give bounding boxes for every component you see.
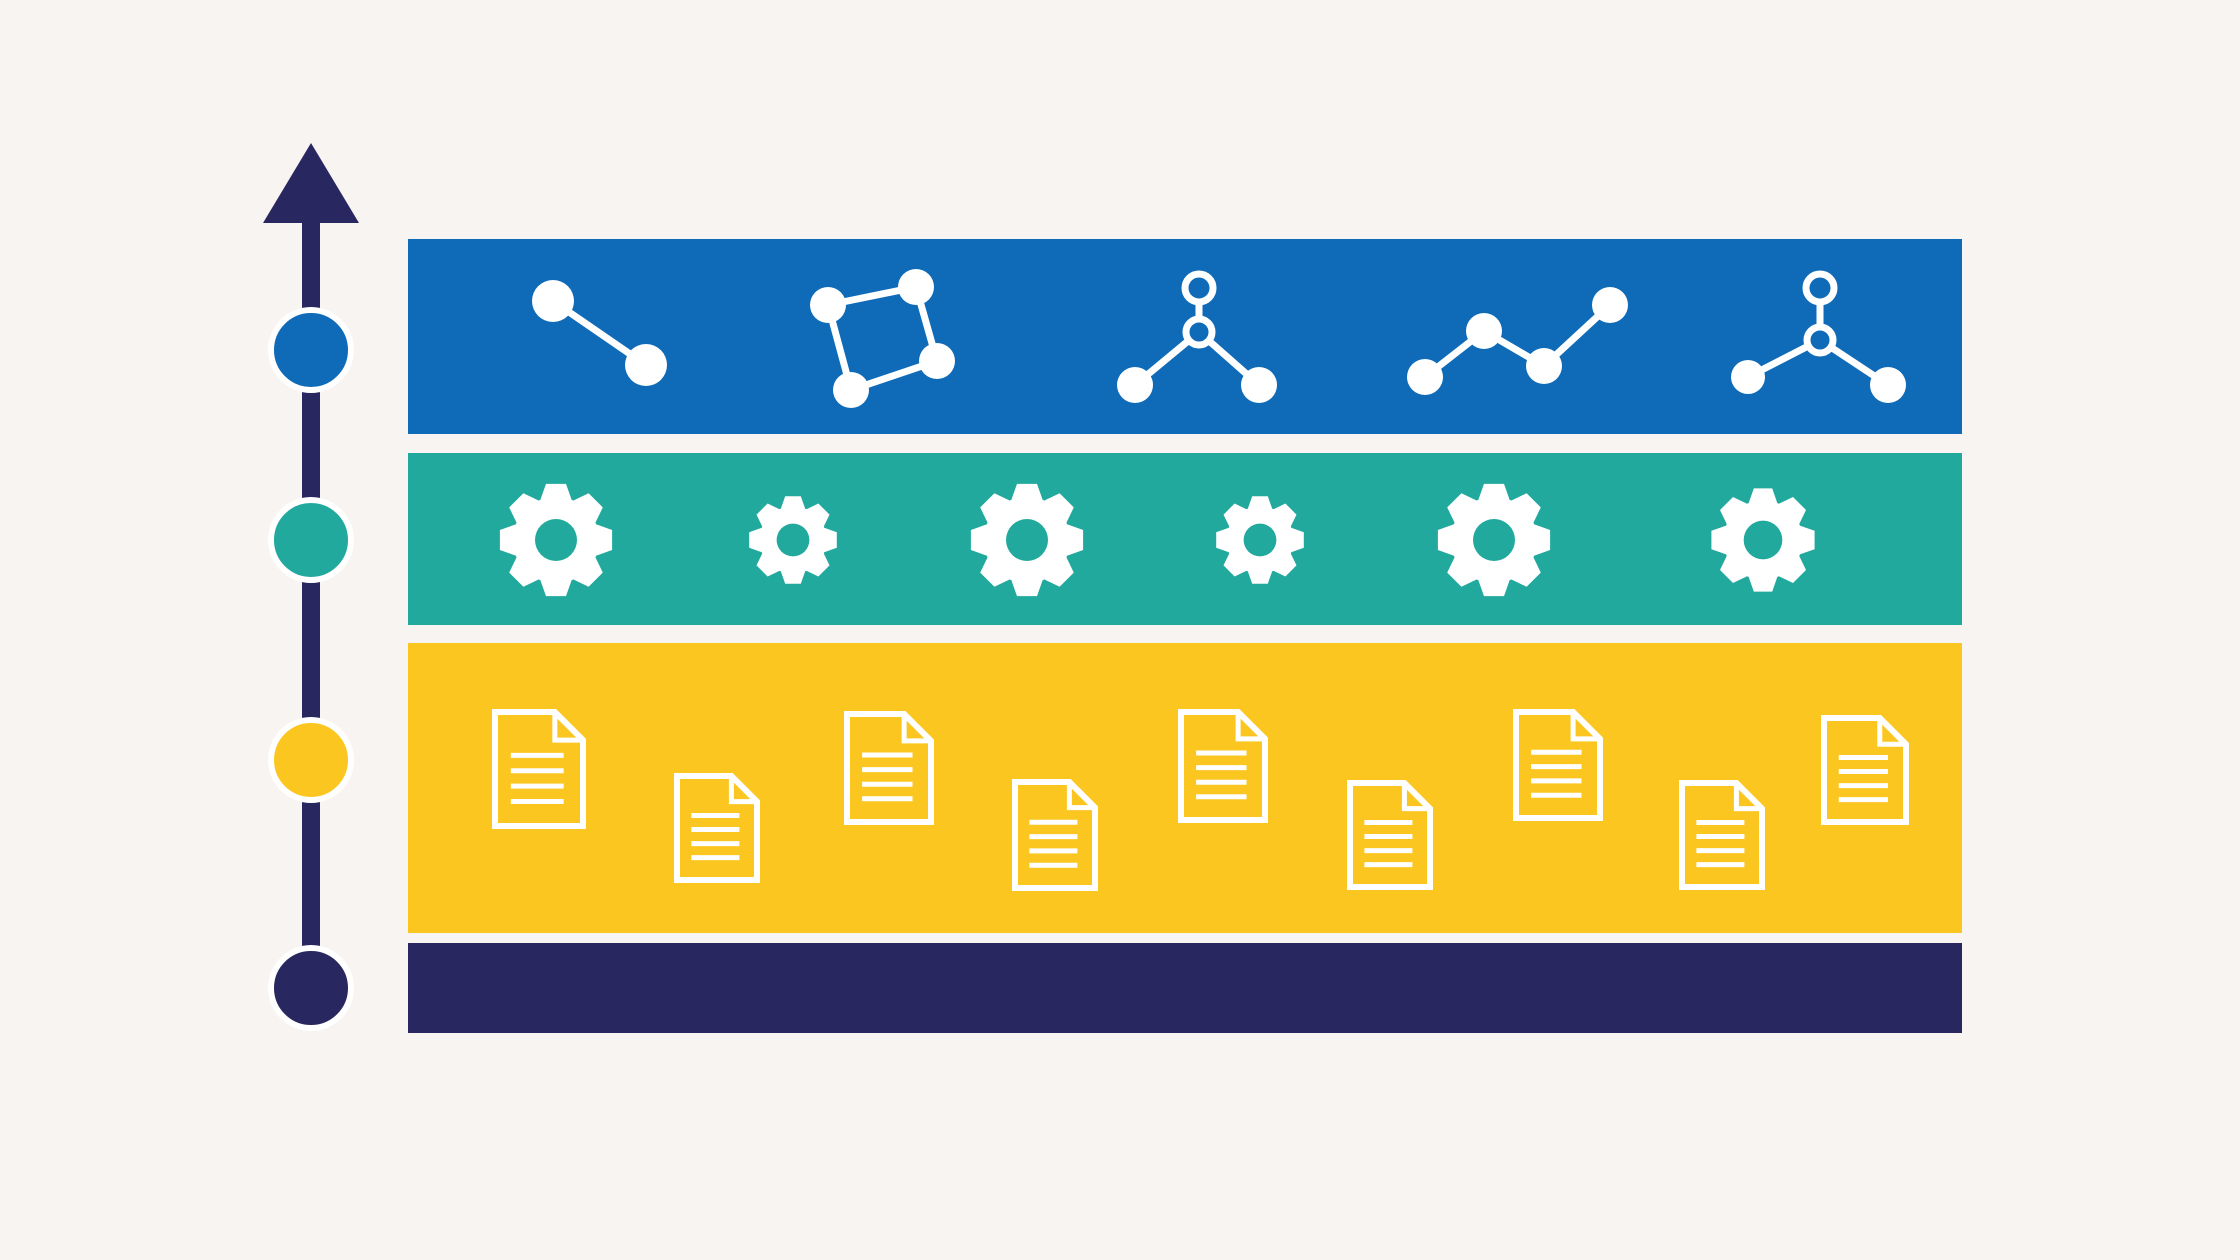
document-icon — [1679, 780, 1765, 890]
base-layer-band — [408, 943, 1962, 1033]
axis-marker-blue — [268, 307, 354, 393]
document-icons — [492, 709, 1909, 891]
document-icon — [1012, 779, 1098, 891]
document-icon — [844, 711, 934, 825]
graph-node-icon — [1731, 270, 1906, 403]
gear-icons — [499, 483, 1815, 597]
axis-arrow-up-icon — [263, 143, 359, 223]
document-icon — [674, 773, 760, 883]
process-layer-band — [408, 453, 1962, 625]
gear-icon — [1437, 483, 1551, 597]
gear-icon — [1216, 496, 1304, 584]
vertical-axis — [263, 143, 359, 1031]
axis-marker-teal — [268, 497, 354, 583]
document-icon — [1347, 780, 1433, 890]
gear-icon — [749, 496, 837, 584]
gear-icon — [1711, 488, 1815, 592]
gear-icon — [970, 483, 1084, 597]
axis-marker-yellow — [268, 717, 354, 803]
document-icon — [492, 709, 586, 829]
gear-icon — [499, 483, 613, 597]
document-icon — [1513, 709, 1603, 821]
document-icon — [1178, 709, 1268, 823]
document-icon — [1821, 715, 1909, 825]
graph-node-icon — [1117, 270, 1277, 403]
graph-node-icon — [810, 269, 955, 408]
axis-marker-navy — [268, 945, 354, 1031]
graph-node-icon — [532, 280, 667, 386]
graph-node-icon — [1407, 287, 1628, 395]
graph-icons — [532, 269, 1906, 408]
